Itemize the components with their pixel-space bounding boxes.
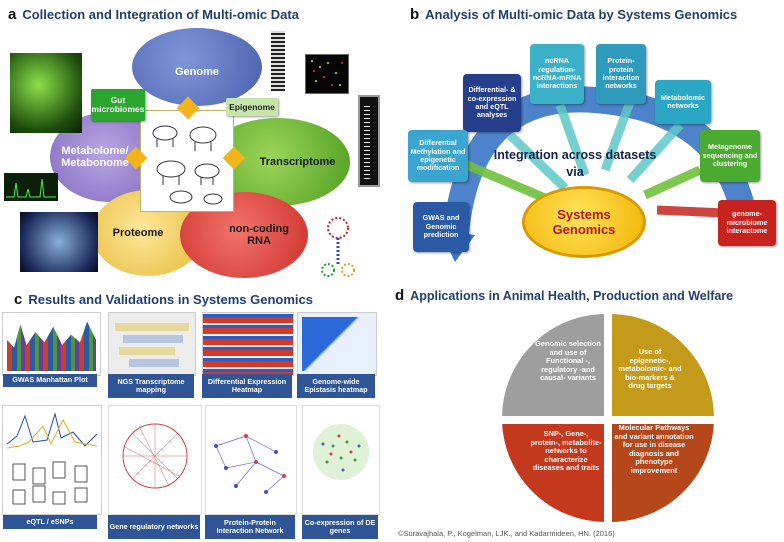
ngs-caption: NGS Transcriptome mapping [108, 374, 194, 398]
integration-label: Integration across datasets via [493, 148, 657, 179]
epigenome-box: Epigenome [226, 98, 278, 116]
ppi-label: Protein-protein interaction networks [602, 56, 640, 91]
metagenome-box: Metagenome sequencing and clustering [700, 130, 760, 182]
diffcoexp-label: Differential- & co-expression and eQTL a… [467, 85, 517, 120]
metabolome-label: Metabolome/ Metabonome [61, 145, 129, 169]
sector-top-right [608, 310, 718, 420]
noncoding-label: non-coding RNA [229, 223, 289, 247]
sector-bottom-left [498, 420, 608, 526]
eqtl-caption: eQTL / eSNPs [3, 515, 97, 529]
sector-bottom-right [608, 420, 718, 526]
applications-pie [498, 310, 718, 526]
panel-c-title-text: Results and Validations in Systems Genom… [28, 292, 313, 307]
genome-label: Genome [174, 66, 219, 78]
sector-tl-label: Genomic selection and use of Functional … [535, 339, 601, 383]
coexp-label: Co-expression of DE genes [304, 517, 376, 535]
sector-bl-text: SNP-, Gene-, protein-, metabolite- netwo… [528, 429, 604, 473]
proteome-label: Proteome [112, 227, 164, 239]
heatmap-thumbnail [202, 312, 294, 376]
microarray-image [305, 54, 349, 94]
ppi-thumbnail [205, 405, 297, 515]
ncrna-label: ncRNA regulation-ncRNA-mRNA interactions [532, 56, 582, 91]
panel-a-title-text: Collection and Integration of Multi-omic… [22, 7, 299, 22]
panel-b-title: b Analysis of Multi-omic Data by Systems … [410, 6, 737, 23]
eqtl-label: eQTL / eSNPs [26, 516, 74, 526]
metagenome-label: Metagenome sequencing and clustering [702, 142, 758, 169]
animals-image [140, 110, 234, 212]
panel-a-title: a Collection and Integration of Multi-omi… [8, 6, 299, 23]
sector-top-left [498, 310, 608, 420]
panel-d-title: d Applications in Animal Health, Producti… [395, 287, 733, 304]
epistasis-caption: Genome-wide Epistasis heatmap [297, 374, 375, 398]
manhattan-label: GWAS Manhattan Plot [12, 375, 88, 385]
panel-b-title-text: Analysis of Multi-omic Data by Systems G… [425, 7, 738, 22]
manhattan-thumbnail [2, 312, 101, 376]
ppi-caption: Protein-Protein Interaction Network [205, 515, 295, 539]
credit-label: ©Suravajhala, P., Kogelman, LJK., and Ka… [398, 529, 615, 538]
gwas-box: GWAS and Genomic prediction [413, 202, 469, 252]
microbiome-box: genome-microbiome interactome [718, 200, 776, 246]
manhattan-caption: GWAS Manhattan Plot [3, 374, 97, 387]
ngs-label: NGS Transcriptome mapping [117, 376, 185, 394]
dna-image [20, 212, 98, 272]
methylation-box: Differential Methylation and epigenetic … [408, 130, 468, 182]
panel-b-letter: b [410, 6, 420, 23]
panel-d-letter: d [395, 287, 405, 304]
sector-tr-text: Use of epigenetic-, metabolomic- and bio… [618, 347, 682, 391]
epistasis-label: Genome-wide Epistasis heatmap [304, 376, 368, 394]
transcriptome-label: Transcriptome [259, 156, 336, 168]
systems-genomics-label: Systems Genomics [552, 207, 616, 237]
epigenome-label: Epigenome [229, 101, 275, 112]
rna-hairpin-icon [321, 217, 355, 277]
gene-regulatory-caption: Gene regulatory networks [108, 515, 200, 539]
panel-c-title: c Results and Validations in Systems Geno… [14, 291, 313, 308]
gwas-label: GWAS and Genomic prediction [422, 213, 460, 240]
panel-d-title-text: Applications in Animal Health, Productio… [410, 289, 734, 303]
panel-c-letter: c [14, 291, 23, 308]
gene-regulatory-label: Gene regulatory networks [109, 521, 199, 531]
rna-structure-image [314, 212, 362, 280]
coexp-thumbnail [302, 405, 380, 515]
ppi-caption-label: Protein-Protein Interaction Network [216, 517, 284, 535]
gene-regulatory-thumbnail [108, 405, 202, 515]
bacteria-image [10, 53, 82, 133]
ngs-thumbnail [108, 312, 196, 376]
diffcoexp-box: Differential- & co-expression and eQTL a… [463, 74, 521, 132]
metabolomic-box: Metabolomic networks [655, 80, 711, 124]
eqtl-thumbnail [2, 405, 102, 515]
gut-label: Gut microbiomes [91, 94, 145, 114]
panel-a-letter: a [8, 6, 17, 23]
sector-tr-label: Use of epigenetic-, metabolomic- and bio… [618, 347, 682, 391]
ppi-box: Protein-protein interaction networks [596, 44, 646, 104]
heatmap-label: Differential Expression Heatmap [207, 376, 287, 394]
spectrum-image [4, 173, 58, 201]
sector-tl-text: Genomic selection and use of Functional … [533, 339, 603, 383]
sequence-strip-image [271, 31, 285, 91]
animal-sketch-icon [152, 125, 223, 205]
systems-genomics-ellipse: Systems Genomics [522, 186, 646, 258]
methylation-label: Differential Methylation and epigenetic … [410, 138, 466, 173]
ncrna-box: ncRNA regulation-ncRNA-mRNA interactions [530, 44, 584, 104]
integration-text: Integration across datasets via [490, 147, 660, 181]
sector-br-label: Molecular Pathways and variant annotatio… [614, 423, 694, 475]
coexp-caption: Co-expression of DE genes [302, 515, 378, 539]
genome-ellipse: Genome [132, 28, 262, 106]
sector-br-text: Molecular Pathways and variant annotatio… [614, 423, 694, 476]
heatmap-caption: Differential Expression Heatmap [202, 374, 292, 398]
credit-text: ©Suravajhala, P., Kogelman, LJK., and Ka… [398, 529, 615, 538]
gut-microbiomes-box: Gut microbiomes [91, 89, 145, 121]
metabolomic-label: Metabolomic networks [661, 92, 705, 110]
microbiome-label: genome-microbiome interactome [726, 209, 768, 236]
sector-bl-label: SNP-, Gene-, protein-, metabolite- netwo… [530, 429, 602, 473]
gel-image [358, 95, 380, 187]
epistasis-thumbnail [297, 312, 377, 376]
